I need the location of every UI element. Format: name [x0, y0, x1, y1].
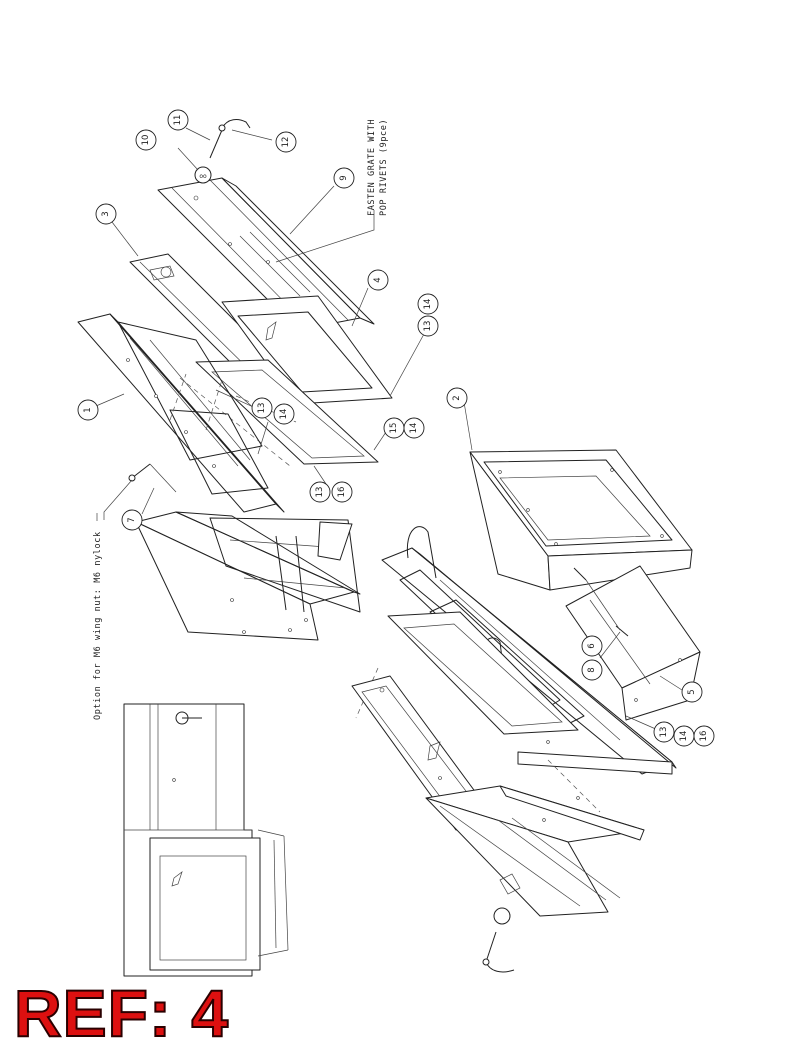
option-note: Option for M6 wing nut: M6 nylock: [93, 531, 103, 720]
part-4-frame: [221, 295, 393, 405]
ref-label: REF: 4: [13, 975, 230, 1051]
balloon-16-a: 16: [331, 481, 353, 503]
svg-text:9: 9: [339, 175, 349, 180]
svg-text:6: 6: [587, 643, 597, 648]
part-1-body: [77, 313, 285, 513]
balloon-9: 9: [333, 167, 355, 189]
svg-text:14: 14: [679, 731, 689, 742]
svg-text:3: 3: [101, 211, 111, 216]
inset-view: [123, 703, 289, 977]
part-3-lid: [129, 253, 301, 395]
balloon-5: 5: [681, 681, 703, 703]
svg-text:11: 11: [173, 115, 183, 126]
balloon-13-d: 13: [653, 721, 675, 743]
balloon-13-c: 13: [309, 481, 331, 503]
svg-text:12: 12: [281, 137, 291, 148]
balloon-3: 3: [95, 203, 117, 225]
balloon-14-b: 14: [273, 403, 295, 425]
part-2-tray: [469, 449, 693, 591]
lower-assembly: [351, 449, 701, 973]
svg-text:14: 14: [409, 423, 419, 434]
part-5-chute: [565, 565, 701, 721]
svg-text:7: 7: [127, 517, 137, 522]
firebox-base: [135, 511, 361, 641]
leader-lines: [95, 127, 683, 731]
svg-text:16: 16: [337, 487, 347, 498]
svg-text:13: 13: [315, 487, 325, 498]
svg-text:13: 13: [423, 321, 433, 332]
svg-text:13: 13: [257, 403, 267, 414]
balloon-10: 10: [135, 129, 157, 151]
lower-door-frame: [355, 611, 601, 813]
balloon-14-d: 14: [673, 725, 695, 747]
svg-text:14: 14: [423, 299, 433, 310]
svg-text:15: 15: [389, 423, 399, 434]
balloon-8: 8: [581, 659, 603, 681]
upper-assembly: oo: [77, 119, 393, 641]
balloon-11: 11: [167, 109, 189, 131]
lower-handle: [482, 907, 515, 973]
balloon-6: 6: [581, 635, 603, 657]
balloon-13-b: 13: [251, 397, 273, 419]
callout-balloons: 1 2 3 4 5 6 7 8 9 10 11 12 13 14 13 14 1…: [77, 109, 715, 747]
svg-text:oo: oo: [199, 173, 207, 180]
part-6-fixing: [573, 567, 629, 637]
part-9-grate: [157, 177, 375, 331]
lower-frame: [381, 526, 677, 800]
balloon-16-b: 16: [693, 725, 715, 747]
balloon-14-c: 14: [403, 417, 425, 439]
balloon-12: 12: [275, 131, 297, 153]
svg-text:13: 13: [659, 727, 669, 738]
svg-text:10: 10: [141, 135, 151, 146]
svg-text:14: 14: [279, 409, 289, 420]
balloon-2: 2: [446, 387, 468, 409]
balloon-14-a: 14: [417, 293, 439, 315]
svg-text:1: 1: [83, 407, 93, 412]
part-11-handle: oo: [194, 119, 251, 184]
balloon-7: 7: [121, 509, 143, 531]
fasten-note-line2: POP RIVETS (9pce): [379, 119, 389, 216]
balloon-1: 1: [77, 399, 99, 421]
balloon-4: 4: [367, 269, 389, 291]
svg-text:16: 16: [699, 731, 709, 742]
balloon-13-a: 13: [417, 315, 439, 337]
lower-cover: [425, 785, 645, 917]
fasten-note-line1: FASTEN GRATE WITH: [367, 119, 377, 216]
notes: FASTEN GRATE WITH POP RIVETS (9pce) Opti…: [93, 119, 389, 720]
svg-text:4: 4: [373, 277, 383, 282]
svg-text:8: 8: [587, 667, 597, 672]
svg-text:5: 5: [687, 689, 697, 694]
balloon-15: 15: [383, 417, 405, 439]
part-7-bolt: [128, 463, 177, 493]
svg-text:2: 2: [452, 395, 462, 400]
